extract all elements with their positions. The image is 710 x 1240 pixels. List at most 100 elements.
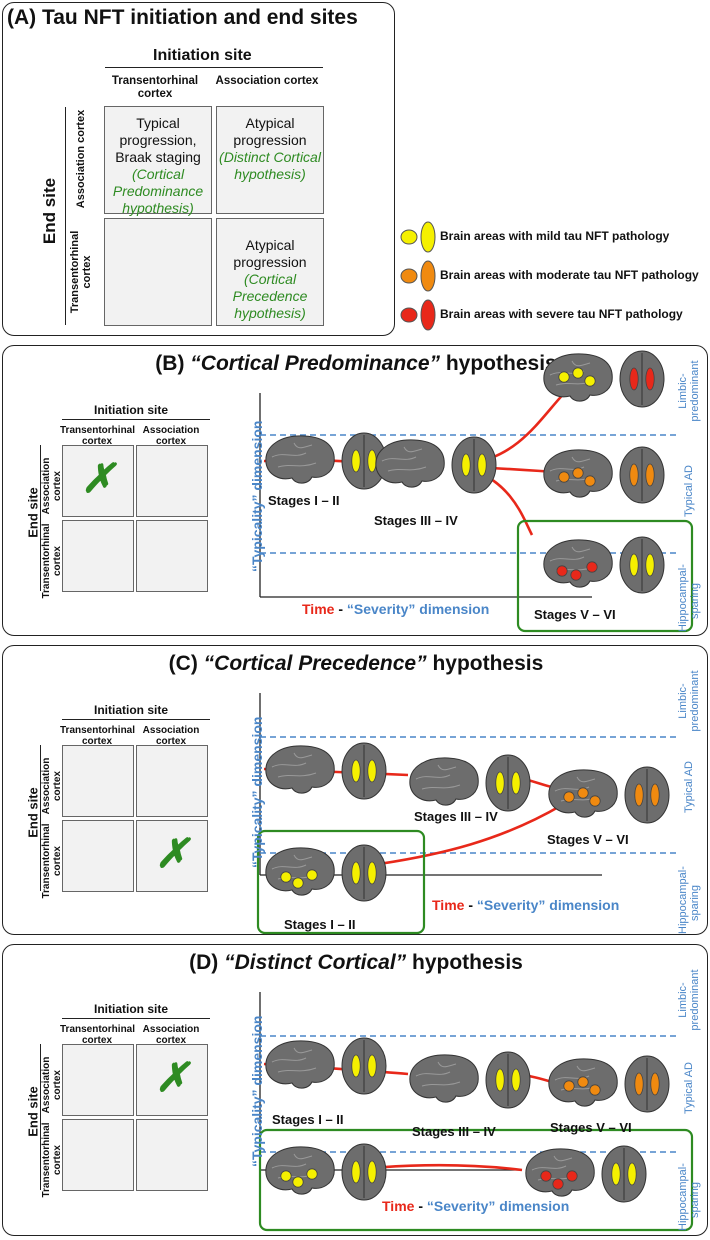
band-label-limbic: Limbic-predominant xyxy=(677,670,701,732)
brain-figure xyxy=(265,844,387,902)
small-matrix-cell xyxy=(62,745,134,817)
lateral-spot-icon xyxy=(292,1176,304,1188)
x-severity-label: “Severity” dimension xyxy=(476,897,620,913)
x-severity-label: “Severity” dimension xyxy=(426,1198,570,1214)
axial-left-spot-icon xyxy=(351,1054,361,1078)
lateral-spot-icon xyxy=(572,467,584,479)
small-col-transentorhinal: Transentorhinal cortex xyxy=(60,1024,136,1046)
lateral-spot-icon xyxy=(540,1170,552,1182)
brain-figure xyxy=(265,1143,387,1201)
brain-figure xyxy=(543,350,665,408)
lateral-brain-icon xyxy=(265,745,335,794)
brain-sulci-icon xyxy=(271,752,317,778)
axial-right-spot-icon xyxy=(511,771,521,795)
axial-left-spot-icon xyxy=(629,367,639,391)
brain-figure xyxy=(548,766,670,824)
cell-distinct-cortical: Atypical progression (Distinct Cortical … xyxy=(216,106,324,214)
brain-sulci-icon xyxy=(271,1047,317,1073)
axial-right-spot-icon xyxy=(367,1054,377,1078)
progression-diagram xyxy=(256,693,680,935)
small-matrix-cell: ✗ xyxy=(62,445,134,517)
small-col-transentorhinal: Transentorhinal cortex xyxy=(60,725,136,747)
lateral-spot-icon xyxy=(563,791,575,803)
band-label-typical: Typical AD xyxy=(683,1062,695,1114)
axial-left-spot-icon xyxy=(629,463,639,487)
panel-b-name: “Cortical Predominance” xyxy=(190,352,441,375)
small-matrix-cell xyxy=(136,1119,208,1191)
lateral-spot-icon xyxy=(589,1084,601,1096)
small-col-association: Association cortex xyxy=(142,425,200,447)
row-header-transentorhinal: Transentorhinal cortex xyxy=(69,230,93,314)
cell-precedence-text: Atypical progression xyxy=(233,237,307,270)
x-sep-label: - xyxy=(464,897,477,913)
axial-left-spot-icon xyxy=(495,771,505,795)
small-matrix-cell xyxy=(136,445,208,517)
small-header-rule xyxy=(62,719,210,720)
axial-right-spot-icon xyxy=(627,1162,637,1186)
cell-typical-progression: Typical progression, Braak staging (Cort… xyxy=(104,106,212,216)
axial-right-spot-icon xyxy=(367,861,377,885)
small-col-transentorhinal: Transentorhinal cortex xyxy=(60,425,136,447)
axial-left-spot-icon xyxy=(634,783,644,807)
small-initiation-header: Initiation site xyxy=(94,403,169,417)
lateral-brain-icon xyxy=(265,435,335,484)
cell-empty xyxy=(104,218,212,326)
highlight-box xyxy=(516,519,694,633)
small-matrix-cell xyxy=(62,1119,134,1191)
lateral-spot-icon xyxy=(292,877,304,889)
band-label-hippocampal: Hippocampal-sparing xyxy=(677,1163,701,1231)
cell-precedence-hypothesis: (Cortical Precedence hypothesis) xyxy=(232,271,308,321)
lateral-spot-icon xyxy=(566,1170,578,1182)
row-header-association: Association cortex xyxy=(75,109,87,209)
lateral-spot-icon xyxy=(577,1076,589,1088)
brain-figure xyxy=(265,432,387,490)
stage-label: Stages I – II xyxy=(284,917,356,932)
end-site-header: End site xyxy=(40,177,59,245)
end-site-rule xyxy=(65,107,66,325)
lateral-spot-icon xyxy=(558,471,570,483)
cross-mark-icon: ✗ xyxy=(81,457,115,501)
legend-mild-label: Brain areas with mild tau NFT pathology xyxy=(440,229,670,243)
x-time-label: Time xyxy=(432,897,465,913)
axial-left-spot-icon xyxy=(351,861,361,885)
panel-d-title: (D) “Distinct Cortical” hypothesis xyxy=(3,951,709,975)
cell-typical-text: Typical progression, Braak staging xyxy=(115,115,201,165)
axial-right-spot-icon xyxy=(645,553,655,577)
axial-right-spot-icon xyxy=(511,1068,521,1092)
axial-right-spot-icon xyxy=(367,1160,377,1184)
axial-right-spot-icon xyxy=(645,367,655,391)
brain-figure xyxy=(525,1145,647,1203)
panel-a: (A) Tau NFT initiation and end sites Ini… xyxy=(2,2,395,336)
panel-c-title: (C) “Cortical Precedence” hypothesis xyxy=(3,652,709,676)
stage-label: Stages V – VI xyxy=(534,607,616,622)
panel-c-suffix: hypothesis xyxy=(426,652,544,675)
axial-right-spot-icon xyxy=(650,783,660,807)
cross-mark-icon: ✗ xyxy=(155,1056,189,1100)
lateral-brain-icon xyxy=(375,439,445,488)
stage-label: Stages V – VI xyxy=(547,832,629,847)
brain-figure xyxy=(265,1037,387,1095)
progression-diagram xyxy=(259,350,694,633)
lateral-brain-icon xyxy=(409,757,479,806)
panel-b-title: (B) “Cortical Predominance” hypothesis xyxy=(3,352,709,376)
small-end-rule xyxy=(40,445,41,591)
panel-d-name: “Distinct Cortical” xyxy=(224,951,407,974)
panel-d-label: (D) xyxy=(189,951,225,974)
axial-left-spot-icon xyxy=(351,449,361,473)
small-matrix-cell xyxy=(62,820,134,892)
brain-sulci-icon xyxy=(271,442,317,468)
stage-label: Stages I – II xyxy=(272,1112,344,1127)
stage-label: Stages III – IV xyxy=(374,513,458,528)
brain-figure xyxy=(409,1051,531,1109)
band-label-hippocampal: Hippocampal-sparing xyxy=(677,564,701,632)
axial-right-spot-icon xyxy=(367,759,377,783)
lateral-spot-icon xyxy=(563,1080,575,1092)
lateral-brain-icon xyxy=(409,1054,479,1103)
small-matrix-cell xyxy=(136,520,208,592)
progression-diagram xyxy=(258,992,694,1232)
lateral-spot-icon xyxy=(306,869,318,881)
lateral-brain-icon xyxy=(265,1040,335,1089)
band-label-hippocampal: Hippocampal-sparing xyxy=(677,866,701,934)
brain-figure xyxy=(265,742,387,800)
